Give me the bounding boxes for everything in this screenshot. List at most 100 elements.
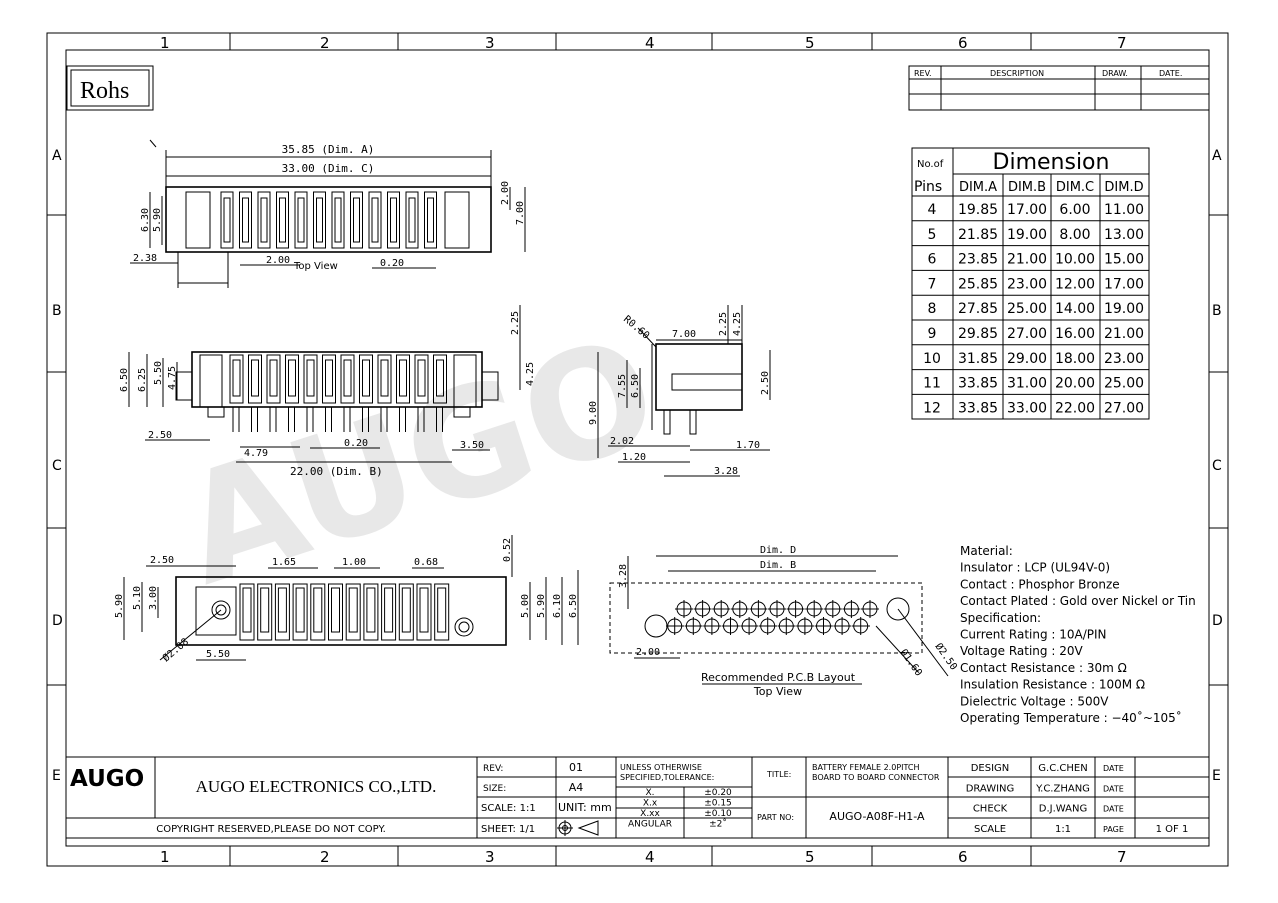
svg-text:6.50: 6.50 <box>119 368 130 392</box>
svg-text:0.68: 0.68 <box>414 557 438 568</box>
material-note-line: Contact Plated : Gold over Nickel or Tin <box>960 594 1196 608</box>
row-label-left: A <box>52 148 62 164</box>
column-label-top: 6 <box>958 34 968 52</box>
svg-text:2.50: 2.50 <box>148 430 172 441</box>
dim-table-cell: 10 <box>923 351 941 367</box>
dim-corner-bottom: Pins <box>914 179 942 195</box>
dim-table-cell: 27.00 <box>1104 400 1144 416</box>
dim-table-cell: 15.00 <box>1104 252 1144 268</box>
approval-cell: DATE <box>1103 805 1124 814</box>
approval-cell: SCALE <box>974 824 1006 835</box>
augo-logo: AUGO <box>70 766 144 792</box>
dim-table-cell: 27.00 <box>1007 326 1047 342</box>
row-label-right: B <box>1212 303 1222 319</box>
svg-text:7.00: 7.00 <box>672 329 696 340</box>
dim-title: Dimension <box>993 150 1110 175</box>
svg-text:SPECIFIED,TOLERANCE:: SPECIFIED,TOLERANCE: <box>620 773 714 782</box>
svg-text:5.00: 5.00 <box>520 594 531 618</box>
tolerance-value: ±0.15 <box>704 799 732 809</box>
material-note-line: Specification: <box>960 611 1041 625</box>
bottom-view: 5.90 5.10 3.00 2.50 1.65 1.00 0.68 0.52 … <box>114 535 579 664</box>
material-note-line: Contact Resistance : 30m Ω <box>960 661 1127 675</box>
svg-text:1.65: 1.65 <box>272 557 296 568</box>
row-label-left: D <box>52 613 63 629</box>
column-label-bottom: 6 <box>958 848 968 866</box>
svg-text:35.85 (Dim. A): 35.85 (Dim. A) <box>282 143 375 156</box>
dim-table-cell: 13.00 <box>1104 227 1144 243</box>
approval-cell: DATE <box>1103 764 1124 773</box>
svg-text:3.00: 3.00 <box>148 586 159 610</box>
material-note-line: Current Rating : 10A/PIN <box>960 628 1107 642</box>
rohs-label: Rohs <box>80 78 129 104</box>
company-name: AUGO ELECTRONICS CO.,LTD. <box>196 777 437 796</box>
approval-cell: PAGE <box>1103 825 1124 834</box>
svg-text:SCALE: 1:1: SCALE: 1:1 <box>481 803 536 814</box>
dim-table-cell: 16.00 <box>1055 326 1095 342</box>
column-label-bottom: 5 <box>805 848 815 866</box>
svg-text:UNIT: mm: UNIT: mm <box>558 801 612 814</box>
svg-text:1.20: 1.20 <box>622 452 646 463</box>
svg-text:TITLE:: TITLE: <box>766 770 791 779</box>
material-note-line: Dielectric Voltage : 500V <box>960 694 1109 708</box>
svg-text:7.55: 7.55 <box>617 374 628 398</box>
dim-table-cell: 6 <box>928 252 937 268</box>
material-note-line: Insulator : LCP (UL94V-0) <box>960 561 1110 575</box>
svg-text:2.50: 2.50 <box>150 555 174 566</box>
svg-text:1.00: 1.00 <box>342 557 366 568</box>
svg-text:2.38: 2.38 <box>133 253 157 264</box>
svg-text:5.50: 5.50 <box>206 649 230 660</box>
svg-text:5.90: 5.90 <box>536 594 547 618</box>
top-view: 35.85 (Dim. A) 33.00 (Dim. C) 6.30 5.90 … <box>130 139 526 288</box>
material-note-line: Insulation Resistance : 100M Ω <box>960 678 1145 692</box>
svg-text:2.00: 2.00 <box>636 647 660 658</box>
material-note-line: Material: <box>960 544 1013 558</box>
svg-text:4.75: 4.75 <box>167 366 178 390</box>
row-label-right: E <box>1212 768 1221 784</box>
column-label-top: 2 <box>320 34 330 52</box>
dim-table-cell: 6.00 <box>1059 202 1090 218</box>
approval-cell: 1:1 <box>1055 824 1071 835</box>
dim-table-cell: 5 <box>928 227 937 243</box>
frame-zone-ticks <box>47 33 1228 866</box>
approval-cell: Y.C.ZHANG <box>1035 783 1090 794</box>
dim-corner-top: No.of <box>917 159 944 170</box>
svg-text:3.28: 3.28 <box>714 466 738 477</box>
tolerance-value: ±0.10 <box>704 809 732 819</box>
outer-frame <box>46 32 1229 867</box>
tolerance-label: ANGULAR <box>628 820 672 830</box>
dim-a-header: DIM.A <box>959 180 997 195</box>
svg-text:01: 01 <box>569 761 583 774</box>
svg-text:2.25: 2.25 <box>718 312 729 336</box>
dim-table-cell: 18.00 <box>1055 351 1095 367</box>
dim-table-cell: 22.00 <box>1055 400 1095 416</box>
dim-table-cell: 31.85 <box>958 351 998 367</box>
svg-text:SIZE:: SIZE: <box>483 784 506 794</box>
svg-text:Dim. D: Dim. D <box>760 545 796 556</box>
row-label-right: A <box>1212 148 1222 164</box>
inner-frame <box>65 49 1210 847</box>
dim-table-cell: 19.00 <box>1007 227 1047 243</box>
dim-table-cell: 8 <box>928 301 937 317</box>
dim-table-cell: 10.00 <box>1055 252 1095 268</box>
svg-text:UNLESS OTHERWISE: UNLESS OTHERWISE <box>620 763 702 772</box>
front-view: 6.50 6.25 5.50 4.75 2.25 4.25 2.50 4.79 … <box>119 305 536 478</box>
svg-text:Ø2.50: Ø2.50 <box>933 641 960 673</box>
approval-cell: 1 OF 1 <box>1156 824 1189 835</box>
svg-text:5.90: 5.90 <box>152 208 163 232</box>
row-label-left: C <box>52 458 62 474</box>
material-note-line: Contact : Phosphor Bronze <box>960 577 1120 591</box>
svg-text:Top View: Top View <box>293 261 338 272</box>
svg-text:4.79: 4.79 <box>244 448 268 459</box>
tolerance-label: X.xx <box>640 809 660 819</box>
dim-table-cell: 4 <box>928 202 937 218</box>
row-label-right: D <box>1212 613 1223 629</box>
svg-text:22.00 (Dim. B): 22.00 (Dim. B) <box>290 465 383 478</box>
dim-table-cell: 25.85 <box>958 276 998 292</box>
dim-table-cell: 29.00 <box>1007 351 1047 367</box>
dim-table-cell: 21.85 <box>958 227 998 243</box>
svg-text:BATTERY FEMALE 2.0PITCH: BATTERY FEMALE 2.0PITCH <box>812 763 920 772</box>
rev-header: REV. <box>914 69 932 78</box>
dim-d-header: DIM.D <box>1104 180 1143 195</box>
